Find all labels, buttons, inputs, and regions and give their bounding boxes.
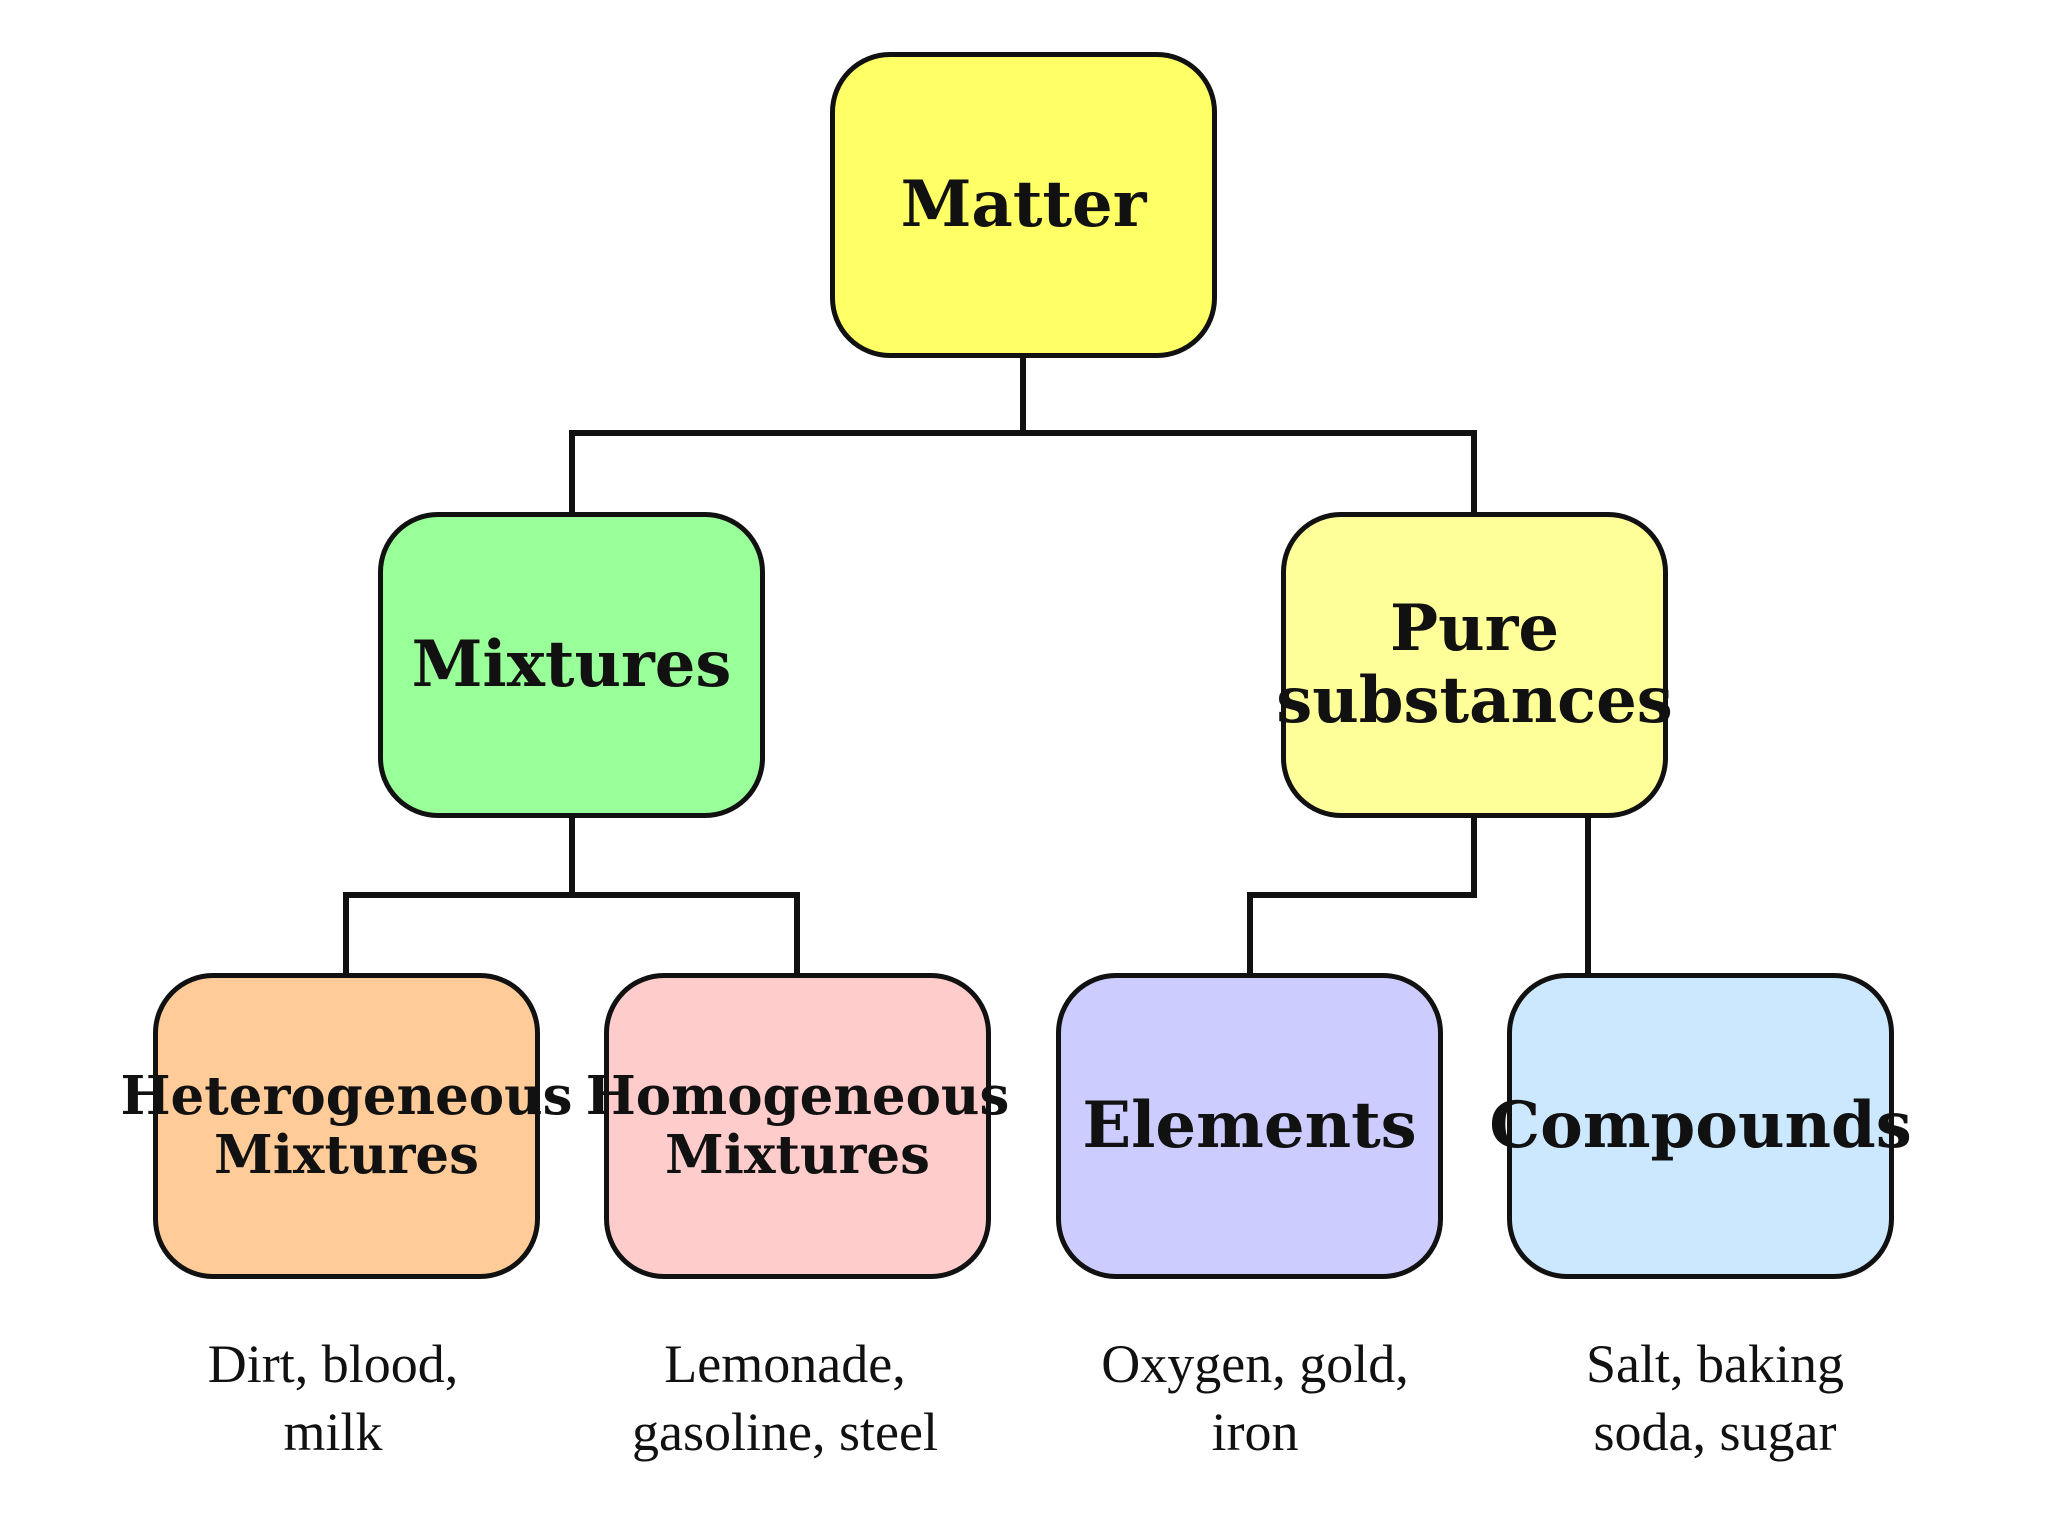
- mixtures-label: Mixtures: [411, 627, 732, 703]
- pure-substances-label-line2: substances: [1276, 663, 1673, 738]
- compounds-label: Compounds: [1489, 1088, 1912, 1164]
- compounds-node: Compounds: [1489, 973, 1912, 1279]
- heterogeneous-examples: Dirt, blood, milk: [123, 1330, 543, 1466]
- compounds-examples-line1: Salt, baking: [1586, 1334, 1844, 1394]
- heterogeneous-examples-line2: milk: [283, 1402, 383, 1462]
- elements-examples-line1: Oxygen, gold,: [1101, 1334, 1409, 1394]
- compounds-examples-line2: soda, sugar: [1593, 1402, 1837, 1462]
- heterogeneous-examples-line1: Dirt, blood,: [207, 1334, 459, 1394]
- pure-substances-node: Pure substances: [1276, 512, 1673, 818]
- homogeneous-examples: Lemonade, gasoline, steel: [575, 1330, 995, 1466]
- mixtures-node: Mixtures: [378, 512, 765, 818]
- pure-substances-label-line1: Pure: [1389, 591, 1560, 667]
- elements-examples: Oxygen, gold, iron: [1045, 1330, 1465, 1466]
- matter-node: Matter: [830, 52, 1217, 358]
- connector-pure-to-elements: [1247, 815, 1477, 976]
- homogeneous-label-line1: Homogeneous: [585, 1064, 1010, 1127]
- homogeneous-examples-line2: gasoline, steel: [632, 1402, 938, 1462]
- heterogeneous-mixtures-node: Heterogeneous Mixtures: [120, 973, 573, 1279]
- connector-mixtures-to-homogeneous: [569, 892, 800, 976]
- compounds-examples: Salt, baking soda, sugar: [1505, 1330, 1925, 1466]
- connector-matter-to-pure-substances: [1020, 430, 1477, 515]
- connector-mixtures-to-heterogeneous: [343, 815, 575, 976]
- heterogeneous-label-line2: Mixtures: [214, 1124, 479, 1186]
- matter-label: Matter: [900, 167, 1147, 243]
- homogeneous-label-line2: Mixtures: [665, 1124, 930, 1186]
- elements-label: Elements: [1082, 1088, 1417, 1164]
- connector-matter-to-mixtures: [569, 352, 1026, 515]
- heterogeneous-label-line1: Heterogeneous: [120, 1064, 573, 1127]
- homogeneous-mixtures-node: Homogeneous Mixtures: [586, 973, 1009, 1279]
- homogeneous-examples-line1: Lemonade,: [664, 1334, 906, 1394]
- elements-node: Elements: [1056, 973, 1443, 1279]
- elements-examples-line2: iron: [1211, 1402, 1299, 1462]
